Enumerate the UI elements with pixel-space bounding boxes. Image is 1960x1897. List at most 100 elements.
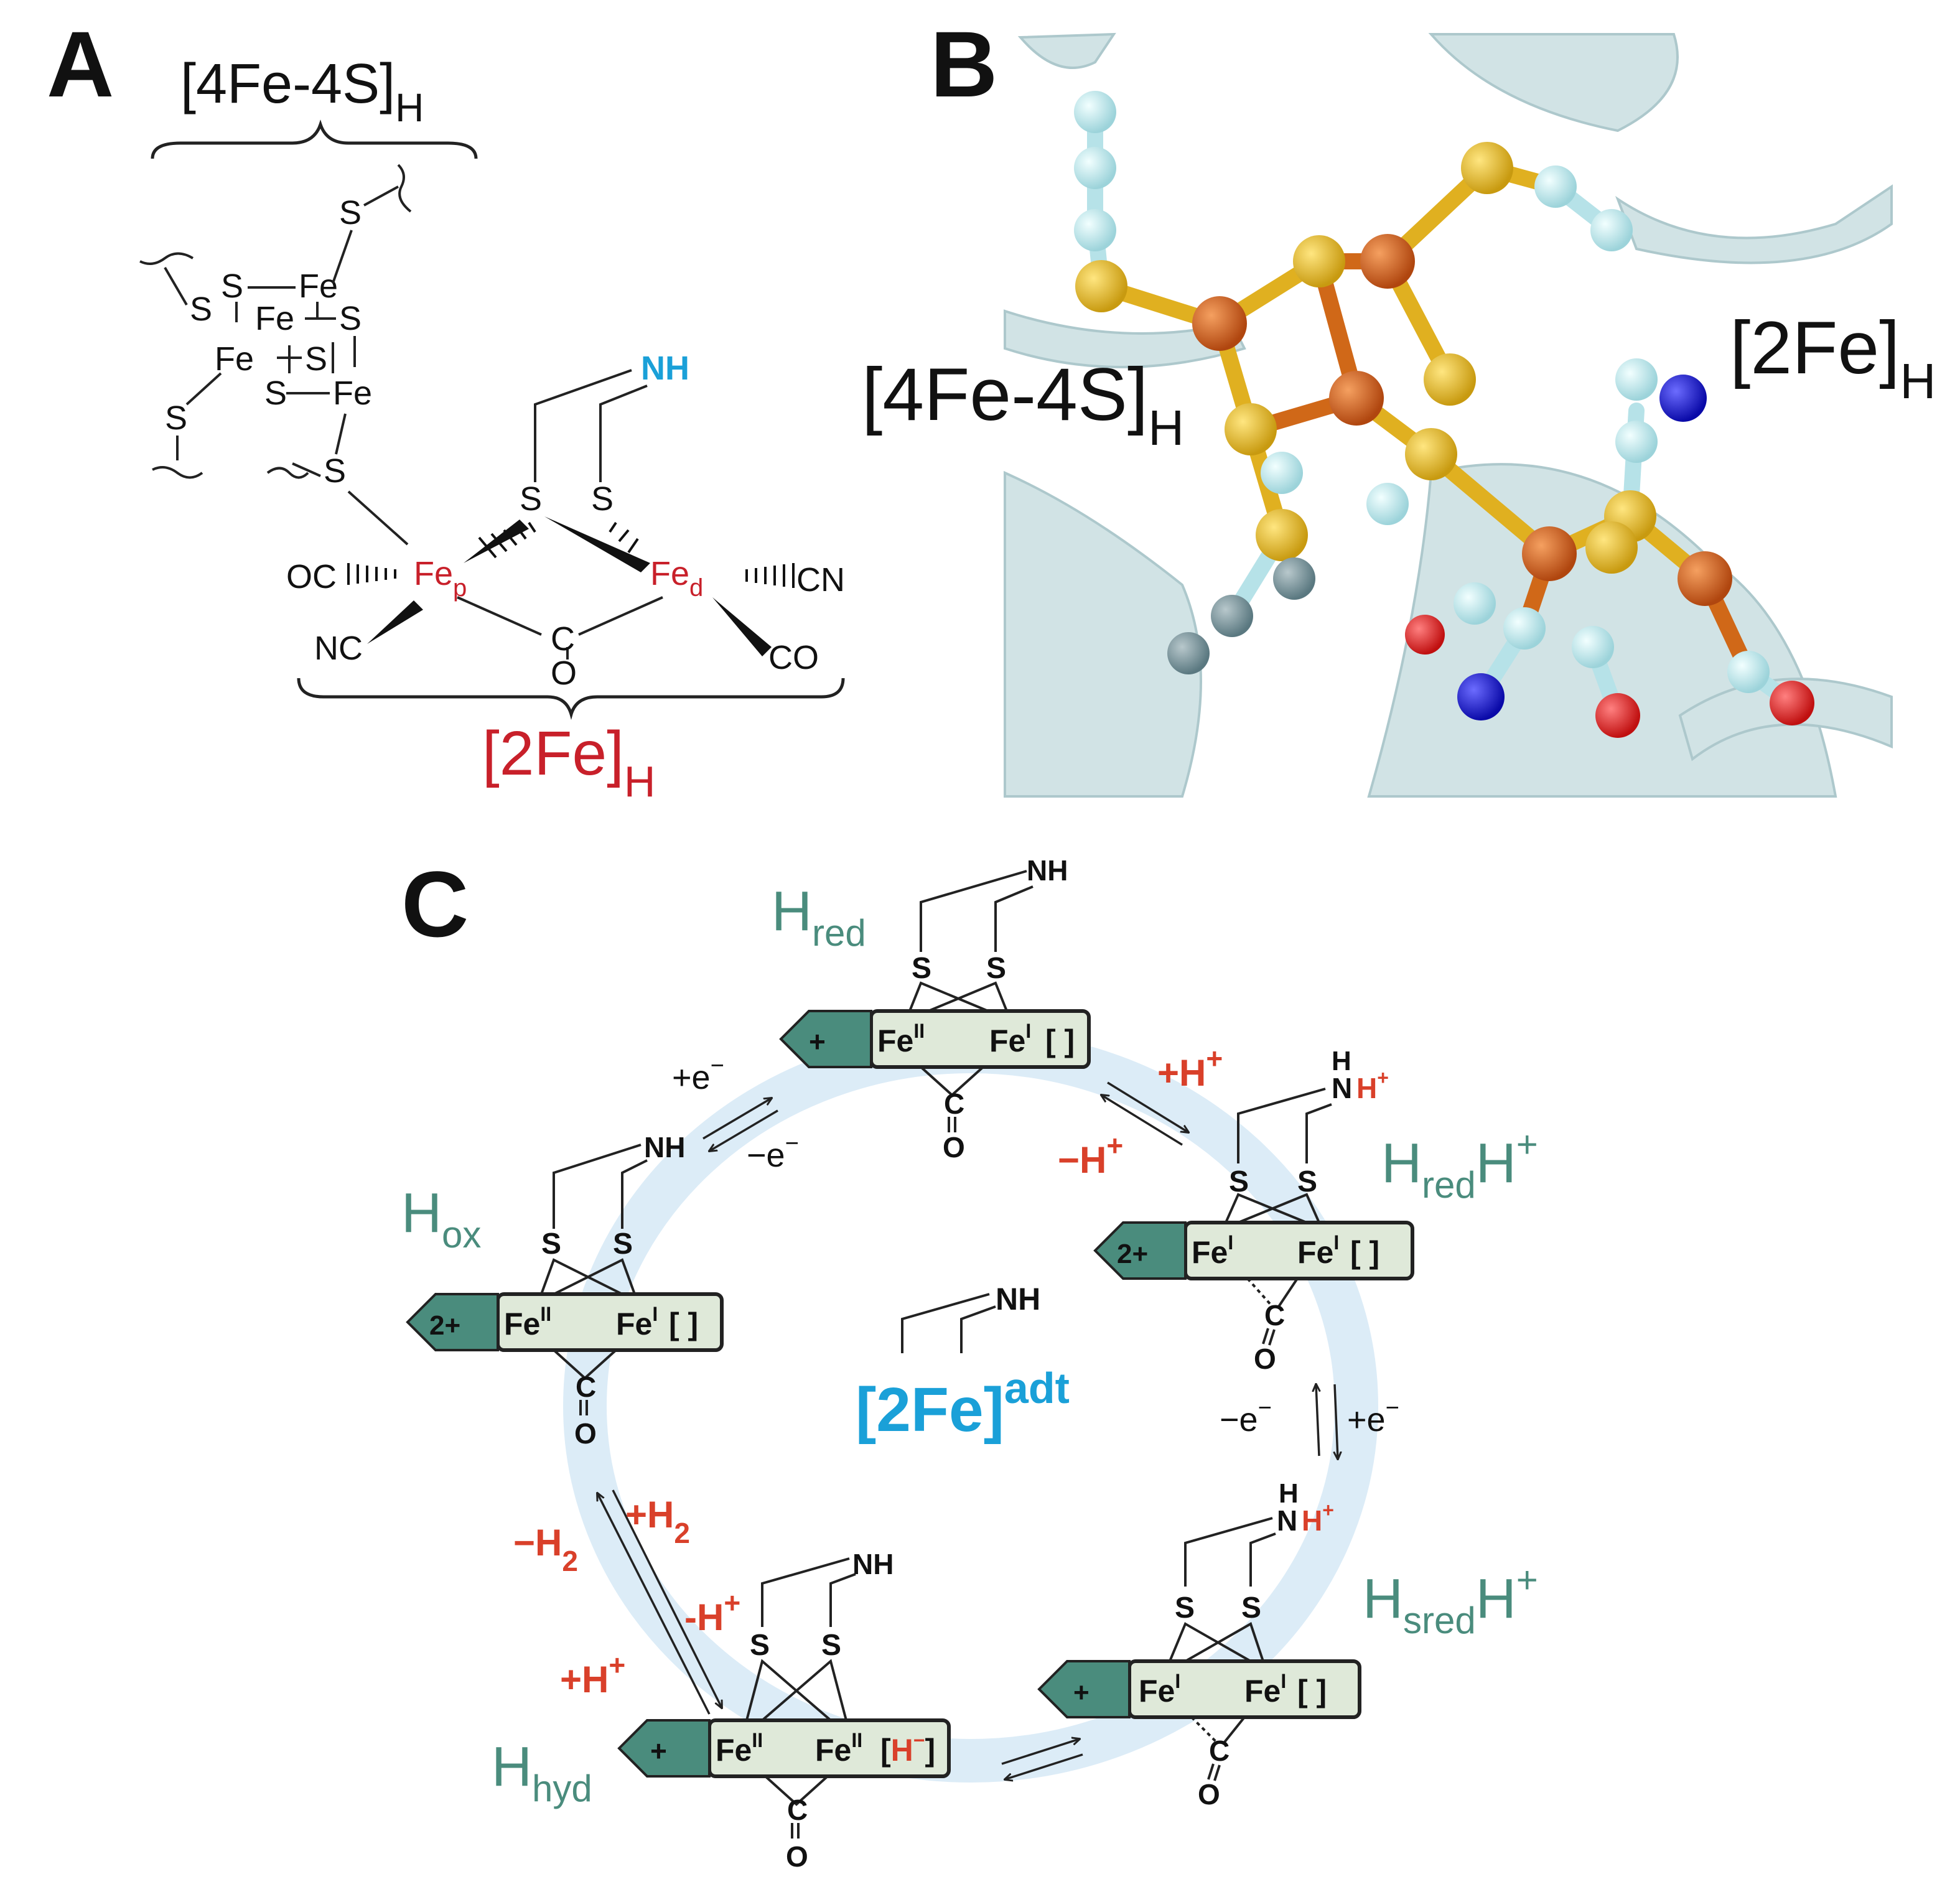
atom-s-lower-ligand: S (165, 399, 187, 437)
hsredh-nh: N (1277, 1504, 1297, 1537)
hsredh-s1: S (1175, 1592, 1195, 1624)
arrow-hox-hred-rev (709, 1109, 778, 1151)
hredh-s1: S (1229, 1165, 1249, 1198)
loop-ribbon-5 (1017, 32, 1116, 69)
atom-c (1727, 651, 1770, 693)
hsredh-fe2: FeI (1244, 1670, 1286, 1708)
hhyd-fe1: FeII (716, 1729, 763, 1768)
state-hredh: HredH+ H N H+ S S FeI FeI [ ] 2+ C O (1093, 1046, 1538, 1375)
hox-s2: S (613, 1228, 633, 1261)
center-label: [2Fe]adt (856, 1364, 1070, 1445)
atom-c (1167, 632, 1210, 674)
hox-fe2: FeI (616, 1303, 658, 1341)
loop-ribbon-3 (1004, 309, 1246, 368)
center-nh: NH (996, 1282, 1040, 1317)
atom-s (1405, 428, 1457, 480)
hhyd-name: Hhyd (492, 1736, 592, 1809)
hred-s1: S (912, 952, 931, 985)
hredh-charge-tag (1093, 1221, 1187, 1280)
helix-ribbon-1 (1004, 470, 1202, 798)
adt-bridge-a (534, 369, 648, 482)
hred-o: O (943, 1131, 965, 1163)
hox-site: [ ] (669, 1307, 698, 1341)
hsredh-nh-hplus: H+ (1302, 1499, 1334, 1537)
atom-c (1572, 626, 1614, 668)
arrow-hox-hred-fwd (702, 1098, 772, 1140)
hash-bonds-a (347, 521, 795, 588)
hhyd-s2: S (821, 1629, 841, 1662)
hhyd-o: O (786, 1840, 808, 1873)
panel-c: C NH [2Fe]adt Hred NH S S FeII FeI [ ] + (401, 852, 1538, 1873)
hhyd-nh: NH (852, 1548, 894, 1580)
label-plus-h-2: +H+ (560, 1649, 625, 1700)
hredh-nh-hplus: H+ (1356, 1066, 1389, 1104)
hhyd-c: C (787, 1794, 808, 1826)
atom-s (1225, 403, 1277, 455)
label-plus-h2: +H2 (625, 1494, 690, 1549)
atom-s-left: S (190, 291, 212, 328)
hsredh-charge-tag (1037, 1660, 1131, 1718)
h-label-a: [2Fe]H (482, 719, 655, 806)
hred-charge-tag (779, 1010, 872, 1068)
wedge-co (712, 597, 772, 656)
atom-o (1405, 615, 1445, 655)
atom-fe (1329, 371, 1384, 426)
nc-ligand: NC (314, 630, 363, 667)
bridge-o: O (551, 655, 577, 692)
hsredh-site: [ ] (1297, 1674, 1327, 1708)
atom-c (1615, 421, 1658, 463)
hox-name: Hox (401, 1182, 481, 1256)
hox-fe1: FeII (504, 1303, 551, 1341)
fed-label: Fed (650, 555, 703, 602)
wedge-nc (367, 600, 423, 644)
wedge-s-fed (544, 516, 650, 572)
panel-b-letter: B (930, 12, 997, 116)
arrow-hred-hredh-rev (1101, 1095, 1183, 1146)
label-minus-e-2: −e− (1220, 1395, 1272, 1438)
bridge-s-right: S (591, 480, 614, 518)
atom-c (1074, 209, 1116, 251)
hhyd-charge-tag (617, 1719, 711, 1778)
atom-c (1590, 209, 1633, 251)
oc-ligand: OC (286, 558, 337, 595)
hsredh-nh-h: H (1279, 1478, 1299, 1509)
hred-c: C (944, 1088, 964, 1120)
arrow-hox-hhyd-fwd (612, 1489, 722, 1708)
label-minus-e-1: −e− (747, 1130, 799, 1174)
hsredh-fe1: FeI (1139, 1670, 1180, 1708)
state-hred: Hred NH S S FeII FeI [ ] + C O (772, 854, 1091, 1163)
hhyd-s1: S (750, 1629, 770, 1662)
hredh-name: HredH+ (1381, 1124, 1538, 1206)
atom-s-upper-ligand: S (339, 194, 362, 231)
hred-s2: S (986, 952, 1006, 985)
arrow-hredh-hsredh-down (1335, 1384, 1338, 1459)
hsredh-c: C (1209, 1735, 1230, 1767)
atom-s (1075, 260, 1127, 312)
hredh-fe2: FeI (1297, 1231, 1339, 1270)
bridge-s-left: S (520, 480, 542, 518)
atom-c (1454, 582, 1496, 625)
atom-c (1366, 483, 1409, 525)
cn-ligand: CN (796, 561, 845, 599)
atom-c (1615, 358, 1658, 401)
atom-o (1595, 693, 1640, 738)
atom-s-bottom: S (264, 375, 287, 412)
panel-a-letter: A (47, 12, 114, 116)
hox-c: C (576, 1371, 596, 1403)
atom-s-topleft: S (221, 268, 243, 305)
hred-fe2: FeI (989, 1020, 1031, 1058)
bridging-co (457, 596, 663, 660)
hred-nh: NH (1027, 854, 1068, 887)
hredh-c: C (1264, 1299, 1285, 1331)
hred-fe1: FeII (877, 1020, 925, 1058)
hsredh-name: HsredH+ (1363, 1559, 1538, 1641)
atom-c (1534, 165, 1577, 208)
hox-nh: NH (644, 1131, 685, 1163)
hredh-charge: 2+ (1117, 1239, 1148, 1269)
label-plus-e-1: +e− (672, 1053, 724, 1096)
atom-fe-left: Fe (215, 340, 254, 378)
hred-charge: + (809, 1025, 826, 1058)
fe4s4-cube: Fe S Fe S S Fe S S Fe S S S (165, 194, 372, 490)
state-hsredh: HsredH+ H N H+ S S FeI FeI [ ] + C O (1037, 1478, 1538, 1811)
